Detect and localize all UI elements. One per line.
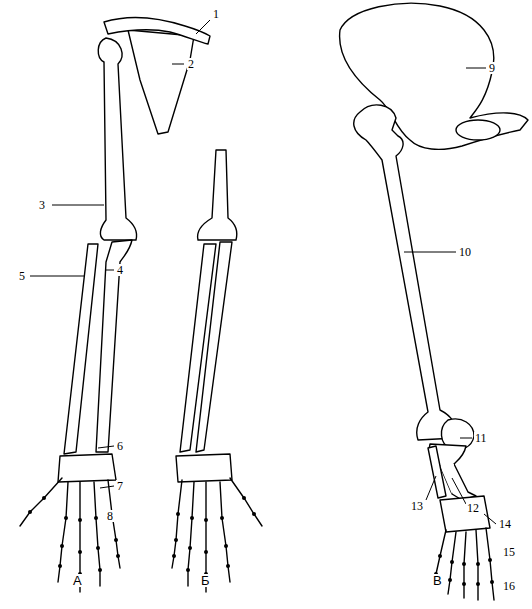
toe xyxy=(448,532,456,594)
figure-letter: Б xyxy=(200,574,211,587)
humerus xyxy=(198,150,237,240)
callout-number: 15 xyxy=(502,546,516,558)
callout-number: 16 xyxy=(502,580,516,592)
obturator-foramen xyxy=(456,120,500,140)
finger xyxy=(58,482,68,582)
callout-number: 5 xyxy=(18,270,26,282)
humerus xyxy=(98,38,136,240)
callout-number: 4 xyxy=(116,264,124,276)
finger xyxy=(108,480,120,568)
callout-number: 13 xyxy=(410,500,424,512)
femur xyxy=(354,105,457,440)
finger xyxy=(172,480,182,568)
callout-number: 11 xyxy=(474,432,488,444)
callout-number: 6 xyxy=(116,440,124,452)
callout-number: 3 xyxy=(38,199,46,211)
callout-number: 10 xyxy=(458,246,472,258)
callout-number: 9 xyxy=(488,62,496,74)
fibula xyxy=(428,446,446,498)
figure-letter: А xyxy=(72,574,83,587)
thumb xyxy=(230,478,262,526)
callout-number: 14 xyxy=(498,518,512,530)
ulna xyxy=(96,240,132,452)
callout-number: 7 xyxy=(116,480,124,492)
toe xyxy=(486,528,494,600)
ulna xyxy=(196,242,232,452)
callout-number: 8 xyxy=(106,510,114,522)
thumb xyxy=(20,478,62,526)
carpals xyxy=(58,454,116,482)
finger xyxy=(220,482,230,582)
carpals xyxy=(176,454,232,482)
callout-number: 2 xyxy=(187,58,195,70)
callout-number: 1 xyxy=(212,8,220,20)
clavicle xyxy=(104,18,210,44)
scapula xyxy=(128,30,194,134)
figure-letter: В xyxy=(432,574,443,587)
callout-number: 12 xyxy=(466,502,480,514)
